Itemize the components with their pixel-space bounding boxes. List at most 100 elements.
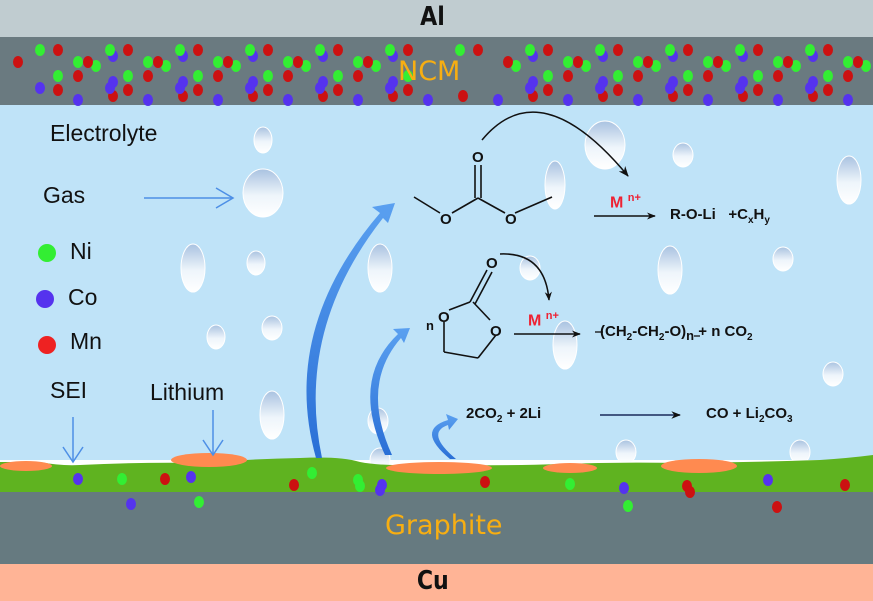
ncm-particle xyxy=(231,60,241,72)
ncm-particle xyxy=(283,56,293,68)
ncm-particle xyxy=(385,82,395,94)
gas-bubble xyxy=(261,315,283,341)
ni-legend-dot xyxy=(38,244,56,262)
ncm-particle xyxy=(581,60,591,72)
ncm-particle xyxy=(105,82,115,94)
ncm-particle xyxy=(333,70,343,82)
ncm-particle xyxy=(543,70,553,82)
ncm-particle xyxy=(683,70,693,82)
gas-bubble xyxy=(672,142,694,168)
r2-catalyst: M n+ xyxy=(528,310,559,330)
ncm-particle xyxy=(473,44,483,56)
ncm-particle xyxy=(773,94,783,106)
ncm-particle xyxy=(353,56,363,68)
ncm-particle xyxy=(563,70,573,82)
ncm-particle xyxy=(403,70,413,82)
ncm-particle xyxy=(753,44,763,56)
sei-particle xyxy=(307,467,317,479)
ncm-particle xyxy=(703,70,713,82)
lithium-deposits xyxy=(0,453,737,474)
ncm-particle xyxy=(843,94,853,106)
lithium-deposit xyxy=(171,453,247,467)
ncm-particle xyxy=(53,70,63,82)
ncm-particle xyxy=(525,44,535,56)
sei-particle xyxy=(160,473,170,485)
ncm-particle xyxy=(735,44,745,56)
sei-particle xyxy=(289,479,299,491)
ncm-particle xyxy=(245,82,255,94)
ncm-particle xyxy=(861,60,871,72)
ncm-particle xyxy=(713,56,723,68)
ncm-particle xyxy=(213,70,223,82)
r1-products: R-O-Li +CxHy xyxy=(670,206,770,226)
gas-bubble xyxy=(519,255,541,281)
ncm-particle xyxy=(595,44,605,56)
graphite-label: Graphite xyxy=(385,510,503,541)
ncm-particle xyxy=(363,56,373,68)
sei-particle xyxy=(619,482,629,494)
ncm-particle xyxy=(123,44,133,56)
ncm-particle xyxy=(315,82,325,94)
ncm-particle xyxy=(503,56,513,68)
ncm-particle xyxy=(753,70,763,82)
ncm-particle xyxy=(721,60,731,72)
ncm-particle xyxy=(35,44,45,56)
ncm-particle xyxy=(651,60,661,72)
ncm-particle xyxy=(245,44,255,56)
sei-arrow-icon xyxy=(62,417,84,464)
sei-particle xyxy=(840,479,850,491)
lithium-arrow-icon xyxy=(202,410,224,457)
ncm-particle xyxy=(143,70,153,82)
ncm-particle xyxy=(213,94,223,106)
mn-legend-dot xyxy=(38,336,56,354)
ncm-particle xyxy=(263,44,273,56)
ncm-particle xyxy=(175,44,185,56)
ncm-particle xyxy=(353,94,363,106)
ncm-particle xyxy=(633,94,643,106)
ncm-particle xyxy=(823,70,833,82)
ncm-particle xyxy=(493,94,503,106)
ec-atoms: O O O xyxy=(438,255,502,340)
ncm-particle xyxy=(753,84,763,96)
ncm-particle xyxy=(543,84,553,96)
ec-molecule xyxy=(443,269,497,359)
sei-particle xyxy=(480,476,490,488)
ncm-particle xyxy=(613,84,623,96)
electrolyte-label: Electrolyte xyxy=(50,120,158,146)
ncm-particle xyxy=(193,44,203,56)
gas-arrow-icon xyxy=(144,187,235,209)
ncm-particle xyxy=(153,56,163,68)
r3-products: CO + Li2CO3 xyxy=(706,405,793,425)
migration-arrow-medium xyxy=(370,328,410,455)
svg-text:O: O xyxy=(472,149,484,166)
ncm-particle xyxy=(573,56,583,68)
ncm-particle xyxy=(333,84,343,96)
ncm-particle xyxy=(283,70,293,82)
sei-particle xyxy=(623,500,633,512)
ncm-particle xyxy=(458,90,468,102)
gas-bubble xyxy=(584,120,626,170)
gas-bubble xyxy=(246,250,266,276)
ncm-particle xyxy=(143,94,153,106)
ncm-particle xyxy=(823,44,833,56)
ncm-particle xyxy=(301,60,311,72)
gas-bubble xyxy=(822,361,844,387)
sei-particle xyxy=(186,471,196,483)
ni-legend-label: Ni xyxy=(70,238,92,264)
sei-particle xyxy=(565,478,575,490)
ncm-particle xyxy=(123,70,133,82)
ncm-particle xyxy=(791,60,801,72)
sei-particle xyxy=(685,486,695,498)
svg-text:O: O xyxy=(505,211,517,228)
gas-bubble xyxy=(242,168,284,218)
r2-coefficient: n xyxy=(426,318,434,333)
gas-bubble xyxy=(789,439,811,465)
ncm-particle xyxy=(683,84,693,96)
ncm-particle xyxy=(83,56,93,68)
ncm-particle xyxy=(703,56,713,68)
ncm-particle xyxy=(283,94,293,106)
sei-label: SEI xyxy=(50,377,88,403)
ncm-particle xyxy=(665,82,675,94)
r2-products: (CH2-CH2-O)n + n CO2 xyxy=(600,323,753,343)
